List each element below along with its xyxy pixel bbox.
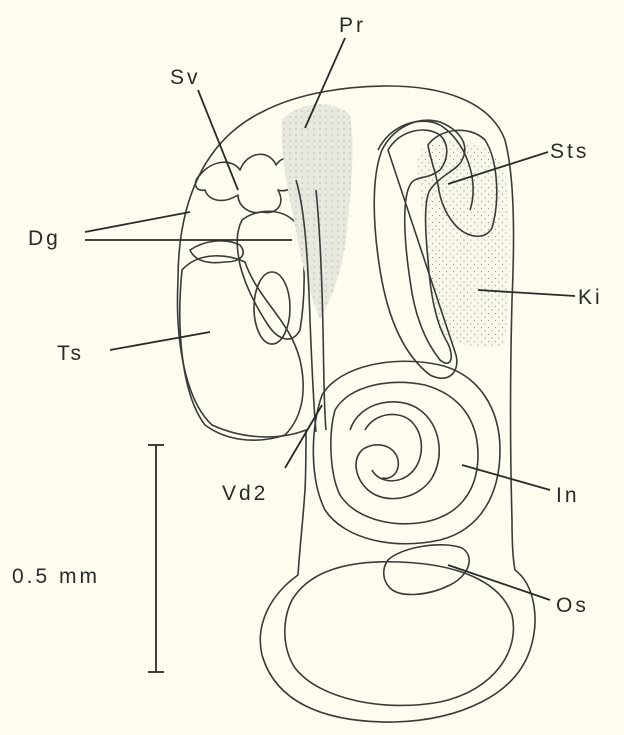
label-in: In	[556, 484, 580, 507]
leader-sv	[198, 90, 238, 190]
intestine-coil-inner	[365, 414, 421, 480]
intestine-coil	[350, 402, 439, 499]
lower-sac-inner	[285, 562, 514, 706]
label-pr: Pr	[339, 14, 366, 37]
label-os: Os	[556, 594, 589, 617]
label-ki: Ki	[578, 286, 603, 309]
label-sts: Sts	[550, 140, 589, 163]
leader-ts	[110, 332, 210, 350]
dg-fold	[190, 241, 243, 263]
label-ts: Ts	[57, 342, 84, 365]
label-dg: Dg	[28, 227, 61, 250]
leader-vd2	[285, 405, 322, 468]
label-vd2: Vd2	[222, 482, 268, 505]
scale-bar	[148, 445, 164, 672]
leader-dg-upper	[85, 212, 190, 232]
inner-lobe	[237, 211, 304, 339]
label-sv: Sv	[170, 66, 201, 89]
intestine-outer	[313, 361, 500, 544]
label-scale: 0.5 mm	[12, 565, 100, 588]
